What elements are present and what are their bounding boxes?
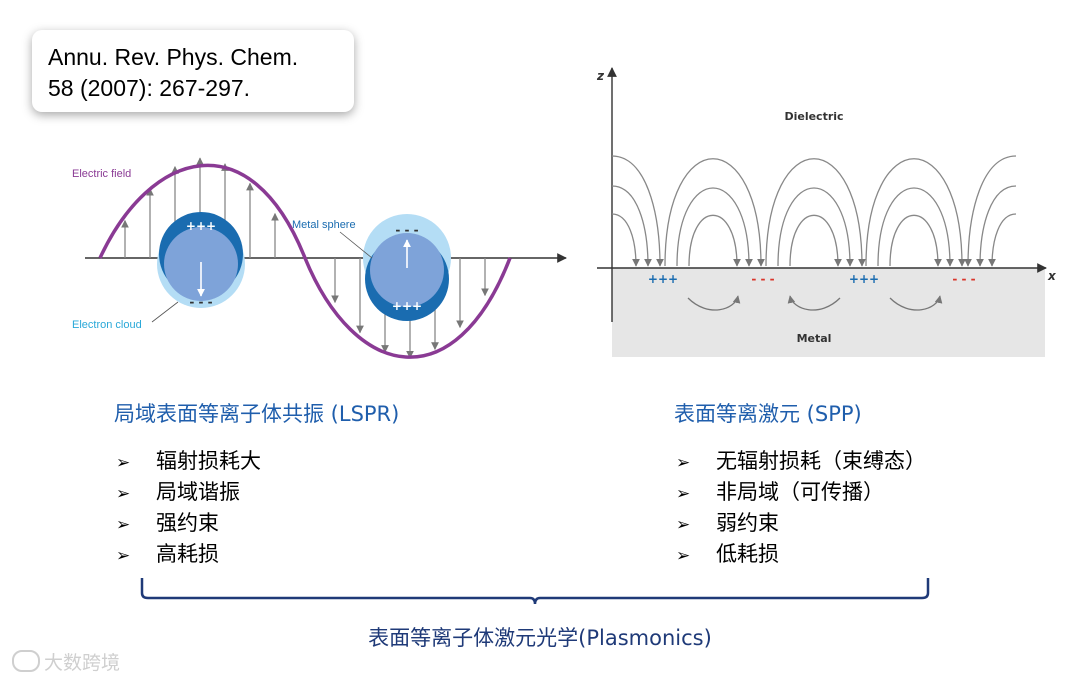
electron-cloud-pointer <box>151 301 179 323</box>
reference-box: Annu. Rev. Phys. Chem. 58 (2007): 267-29… <box>32 30 354 112</box>
list-item-text: 局域谐振 <box>156 480 240 504</box>
spp-field-line <box>865 158 966 267</box>
spp-field-lines <box>611 155 1017 267</box>
spp-field-line <box>664 158 765 267</box>
spp-field-line <box>676 187 753 267</box>
plasmonics-label: 表面等离子体激元光学(Plasmonics) <box>368 626 712 650</box>
list-item: ➢ 非局域（可传播） <box>676 477 926 508</box>
watermark-text: 大数跨境 <box>44 652 121 674</box>
metal-label: Metal <box>797 332 832 345</box>
bullet-arrow-icon: ➢ <box>116 546 131 566</box>
list-item-text: 强约束 <box>156 511 219 535</box>
metal-region <box>612 268 1045 357</box>
bullet-arrow-icon: ➢ <box>676 453 691 473</box>
list-item-text: 高耗损 <box>156 542 219 566</box>
list-item: ➢ 弱约束 <box>676 508 926 539</box>
list-item-text: 非局域（可传播） <box>716 480 884 504</box>
metal-current-1 <box>687 295 741 311</box>
list-item-text: 辐射损耗大 <box>156 449 261 473</box>
bullet-arrow-icon: ➢ <box>116 484 131 504</box>
spp-charge-plus-1: +++ <box>648 272 678 286</box>
list-item: ➢ 低耗损 <box>676 539 926 570</box>
spp-charge-minus-1: - - - <box>751 272 774 286</box>
bullet-arrow-icon: ➢ <box>116 515 131 535</box>
metal-current-2 <box>787 295 841 311</box>
field-arrows <box>121 157 489 359</box>
lspr-figure: +++ - - - - - - +++ Electric field Metal… <box>72 157 567 359</box>
sphere-2-core <box>370 233 444 307</box>
spp-field-line <box>789 214 842 267</box>
spp-list: ➢ 无辐射损耗（束缚态） ➢ 非局域（可传播） ➢ 弱约束 ➢ 低耗损 <box>676 446 926 570</box>
z-axis-label: z <box>596 69 605 83</box>
spp-field-line <box>877 187 954 267</box>
list-item: ➢ 无辐射损耗（束缚态） <box>676 446 926 477</box>
spp-field-line <box>611 185 652 267</box>
spp-field-line <box>964 155 1017 267</box>
sphere-1-bottom-charge: - - - <box>189 295 212 309</box>
spp-field-line <box>988 213 1017 267</box>
spp-figure: z x Dielectric Metal +++ - - - +++ - - - <box>596 67 1057 357</box>
summary-bracket <box>140 578 930 605</box>
metal-current-3 <box>889 295 943 311</box>
metal-sphere-label: Metal sphere <box>292 219 356 231</box>
spp-field-line <box>688 214 741 267</box>
metal-sphere-2: - - - +++ <box>363 214 451 321</box>
reference-volume-pages: 58 (2007): 267-297. <box>48 75 251 101</box>
reference-journal: Annu. Rev. Phys. Chem. <box>48 44 299 70</box>
spp-field-line <box>976 185 1017 267</box>
spp-field-line <box>777 187 854 267</box>
list-item-text: 弱约束 <box>716 511 779 535</box>
sphere-2-bottom-charge: +++ <box>392 299 422 313</box>
bullet-arrow-icon: ➢ <box>676 484 691 504</box>
list-item: ➢ 局域谐振 <box>116 477 261 508</box>
watermark: 大数跨境 <box>12 648 120 675</box>
sphere-2-top-charge: - - - <box>395 223 418 237</box>
list-item: ➢ 强约束 <box>116 508 261 539</box>
spp-field-line <box>889 214 942 267</box>
metal-sphere-pointer <box>339 231 373 259</box>
dielectric-label: Dielectric <box>784 110 843 123</box>
x-axis-label: x <box>1047 269 1057 283</box>
list-item-text: 低耗损 <box>716 542 779 566</box>
watermark-logo-icon <box>12 650 40 672</box>
sphere-1-top-charge: +++ <box>186 219 216 233</box>
electron-cloud-label: Electron cloud <box>72 319 142 331</box>
spp-field-line <box>611 155 664 267</box>
list-item: ➢ 高耗损 <box>116 539 261 570</box>
list-item-text: 无辐射损耗（束缚态） <box>716 449 926 473</box>
spp-charge-minus-2: - - - <box>952 272 975 286</box>
list-item: ➢ 辐射损耗大 <box>116 446 261 477</box>
bullet-arrow-icon: ➢ <box>116 453 131 473</box>
bullet-arrow-icon: ➢ <box>676 546 691 566</box>
bullet-arrow-icon: ➢ <box>676 515 691 535</box>
electric-field-wave <box>98 163 512 359</box>
spp-title: 表面等离激元 (SPP) <box>674 402 862 426</box>
spp-charge-plus-2: +++ <box>849 272 879 286</box>
electric-field-label: Electric field <box>72 168 131 180</box>
lspr-title: 局域表面等离子体共振 (LSPR) <box>114 402 400 426</box>
spp-field-line <box>765 158 866 267</box>
lspr-list: ➢ 辐射损耗大 ➢ 局域谐振 ➢ 强约束 ➢ 高耗损 <box>116 446 261 570</box>
metal-sphere-1: +++ - - - <box>157 212 245 309</box>
spp-field-line <box>611 213 640 267</box>
